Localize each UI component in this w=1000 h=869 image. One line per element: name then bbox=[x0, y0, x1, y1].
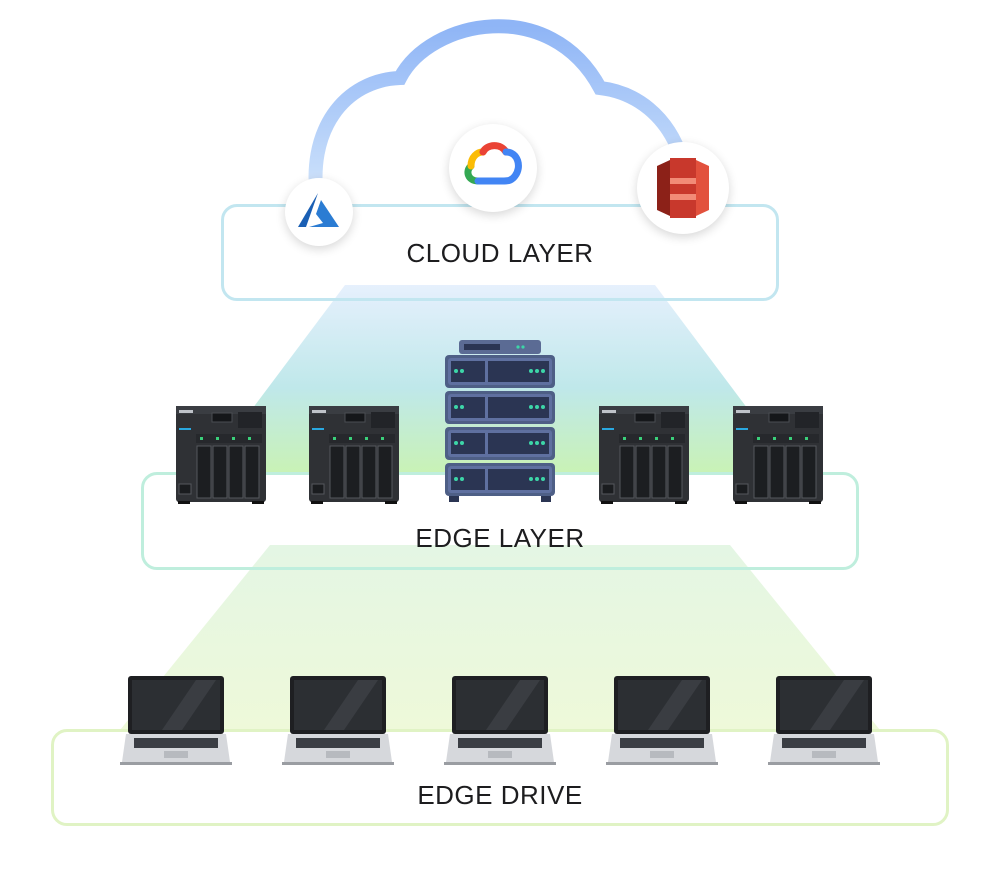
laptop-device bbox=[120, 676, 232, 765]
nas-device bbox=[308, 405, 400, 505]
laptop-device bbox=[606, 676, 718, 765]
google-cloud-icon bbox=[464, 142, 522, 185]
edge-drive-label: EDGE DRIVE bbox=[417, 780, 583, 810]
laptop-device bbox=[444, 676, 556, 765]
azure-service bbox=[285, 178, 353, 246]
laptop-device bbox=[768, 676, 880, 765]
aws-s3-service bbox=[637, 142, 729, 234]
nas-device bbox=[598, 405, 690, 505]
google-cloud-service bbox=[449, 124, 537, 212]
nas-device bbox=[732, 405, 824, 505]
edge-layer-label: EDGE LAYER bbox=[415, 523, 585, 553]
cloud-outline bbox=[308, 19, 689, 212]
nas-device bbox=[175, 405, 267, 505]
aws-s3-icon bbox=[657, 158, 709, 218]
azure-icon bbox=[298, 193, 339, 227]
rack-server bbox=[445, 340, 555, 502]
laptop-device bbox=[282, 676, 394, 765]
cloud-layer-label: CLOUD LAYER bbox=[406, 238, 594, 268]
